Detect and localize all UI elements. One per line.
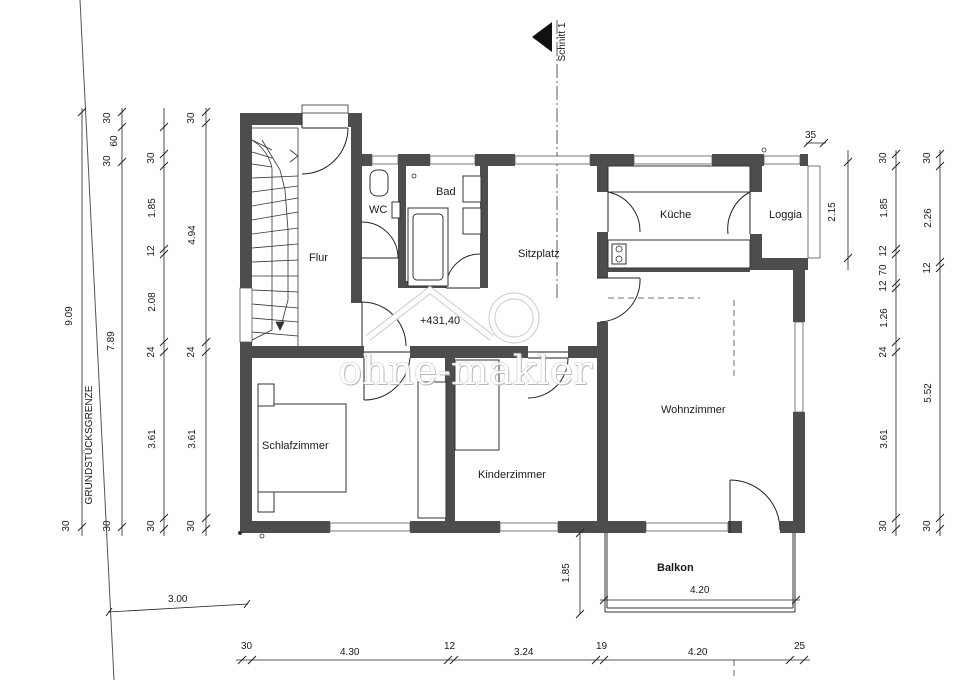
dim-left-b-4: 3.61 [187, 429, 198, 449]
property-line-label: GRUNDSTÜCKSGRENZE [84, 385, 95, 505]
watermark-text: ohne-makler [338, 348, 593, 394]
dim-left-outer-total: 9.09 [64, 306, 75, 326]
room-label-wohnzimmer: Wohnzimmer [661, 404, 726, 416]
dim-boundary-offset: 3.00 [168, 594, 188, 605]
dim-right-a-8: 3.61 [879, 429, 890, 449]
watermark-house-icon [365, 285, 540, 344]
entry-door [301, 104, 349, 175]
dim-bottom-2: 4.30 [340, 647, 360, 658]
dim-left-b-1: 30 [186, 112, 197, 124]
dim-right-a-9: 30 [878, 520, 889, 532]
hidden-lines [608, 297, 735, 680]
dim-left-a-7: 24 [146, 346, 157, 358]
dim-bottom-3: 12 [444, 641, 456, 652]
section-arrow-icon [532, 22, 552, 52]
dimension-lines [77, 107, 945, 665]
dim-right-b-3: 12 [922, 262, 933, 274]
dim-bottom-5: 19 [596, 641, 608, 652]
dim-left-c-1: 30 [146, 152, 157, 164]
dim-left-outer-inner: 7.89 [106, 331, 117, 351]
dim-bottom-6: 4.20 [688, 647, 708, 658]
room-label-flur: Flur [309, 252, 328, 264]
dim-left-edge-bottom: 30 [61, 520, 72, 532]
corner-marker-icon [259, 533, 265, 539]
dim-left-b-5: 30 [186, 520, 197, 532]
room-label-wc: WC [369, 204, 388, 216]
room-label-loggia: Loggia [769, 209, 803, 221]
dim-right-b-4: 5.52 [923, 383, 934, 403]
dim-bottom-7: 25 [794, 641, 806, 652]
dim-left-c-2: 30 [146, 520, 157, 532]
dim-balkon-width: 4.20 [690, 585, 710, 596]
walls [240, 113, 808, 533]
dim-right-b-1: 30 [922, 152, 933, 164]
dim-left-a-8: 3.61 [147, 429, 158, 449]
dim-bottom-4: 3.24 [514, 647, 534, 658]
dim-loggia-width: 35 [805, 130, 817, 141]
kitchen-counters [607, 165, 751, 269]
dim-left-b-2: 4.94 [187, 225, 198, 245]
dim-balkon-depth: 1.85 [561, 563, 572, 583]
room-label-kueche: Küche [660, 209, 692, 221]
room-label-kinderzimmer: Kinderzimmer [478, 469, 546, 481]
dim-right-b-5: 30 [922, 520, 933, 532]
dim-left-a-3: 30 [102, 155, 113, 167]
dim-left-a-6: 2.08 [147, 292, 158, 312]
bed [257, 383, 347, 513]
dim-left-a-4: 1.85 [147, 198, 158, 218]
room-label-bad: Bad [436, 186, 456, 198]
dim-left-a-9: 30 [102, 520, 113, 532]
dim-left-b-3: 24 [186, 346, 197, 358]
dim-right-a-2: 1.85 [879, 198, 890, 218]
windows [239, 155, 821, 532]
dim-right-a-5: 12 [878, 280, 889, 292]
section-marker-label: Schnitt 1 [557, 22, 568, 62]
corner-marker-icon [238, 531, 242, 535]
dim-right-a-1: 30 [878, 152, 889, 164]
kinderzimmer-bed [454, 359, 500, 451]
dim-right-a-6: 1.26 [879, 308, 890, 328]
room-label-sitzplatz: Sitzplatz [518, 248, 560, 260]
property-boundary-line [79, 0, 115, 680]
boundary-offset-dim [107, 603, 249, 613]
dim-left-a-5: 12 [146, 245, 157, 257]
dim-left-a-1: 30 [102, 112, 113, 124]
dim-right-b-2: 2.26 [923, 208, 934, 228]
room-label-balkon: Balkon [657, 562, 694, 574]
staircase [251, 127, 299, 346]
dim-bottom-1: 30 [241, 641, 253, 652]
elevation-label: +431,40 [420, 315, 461, 327]
dim-right-a-7: 24 [878, 346, 889, 358]
dim-loggia-depth: 2.15 [827, 202, 838, 222]
schlafzimmer-wardrobe [417, 381, 447, 519]
room-label-schlafzimmer: Schlafzimmer [262, 440, 329, 452]
corner-marker-icon [761, 147, 767, 153]
bath-fixtures [369, 169, 482, 287]
